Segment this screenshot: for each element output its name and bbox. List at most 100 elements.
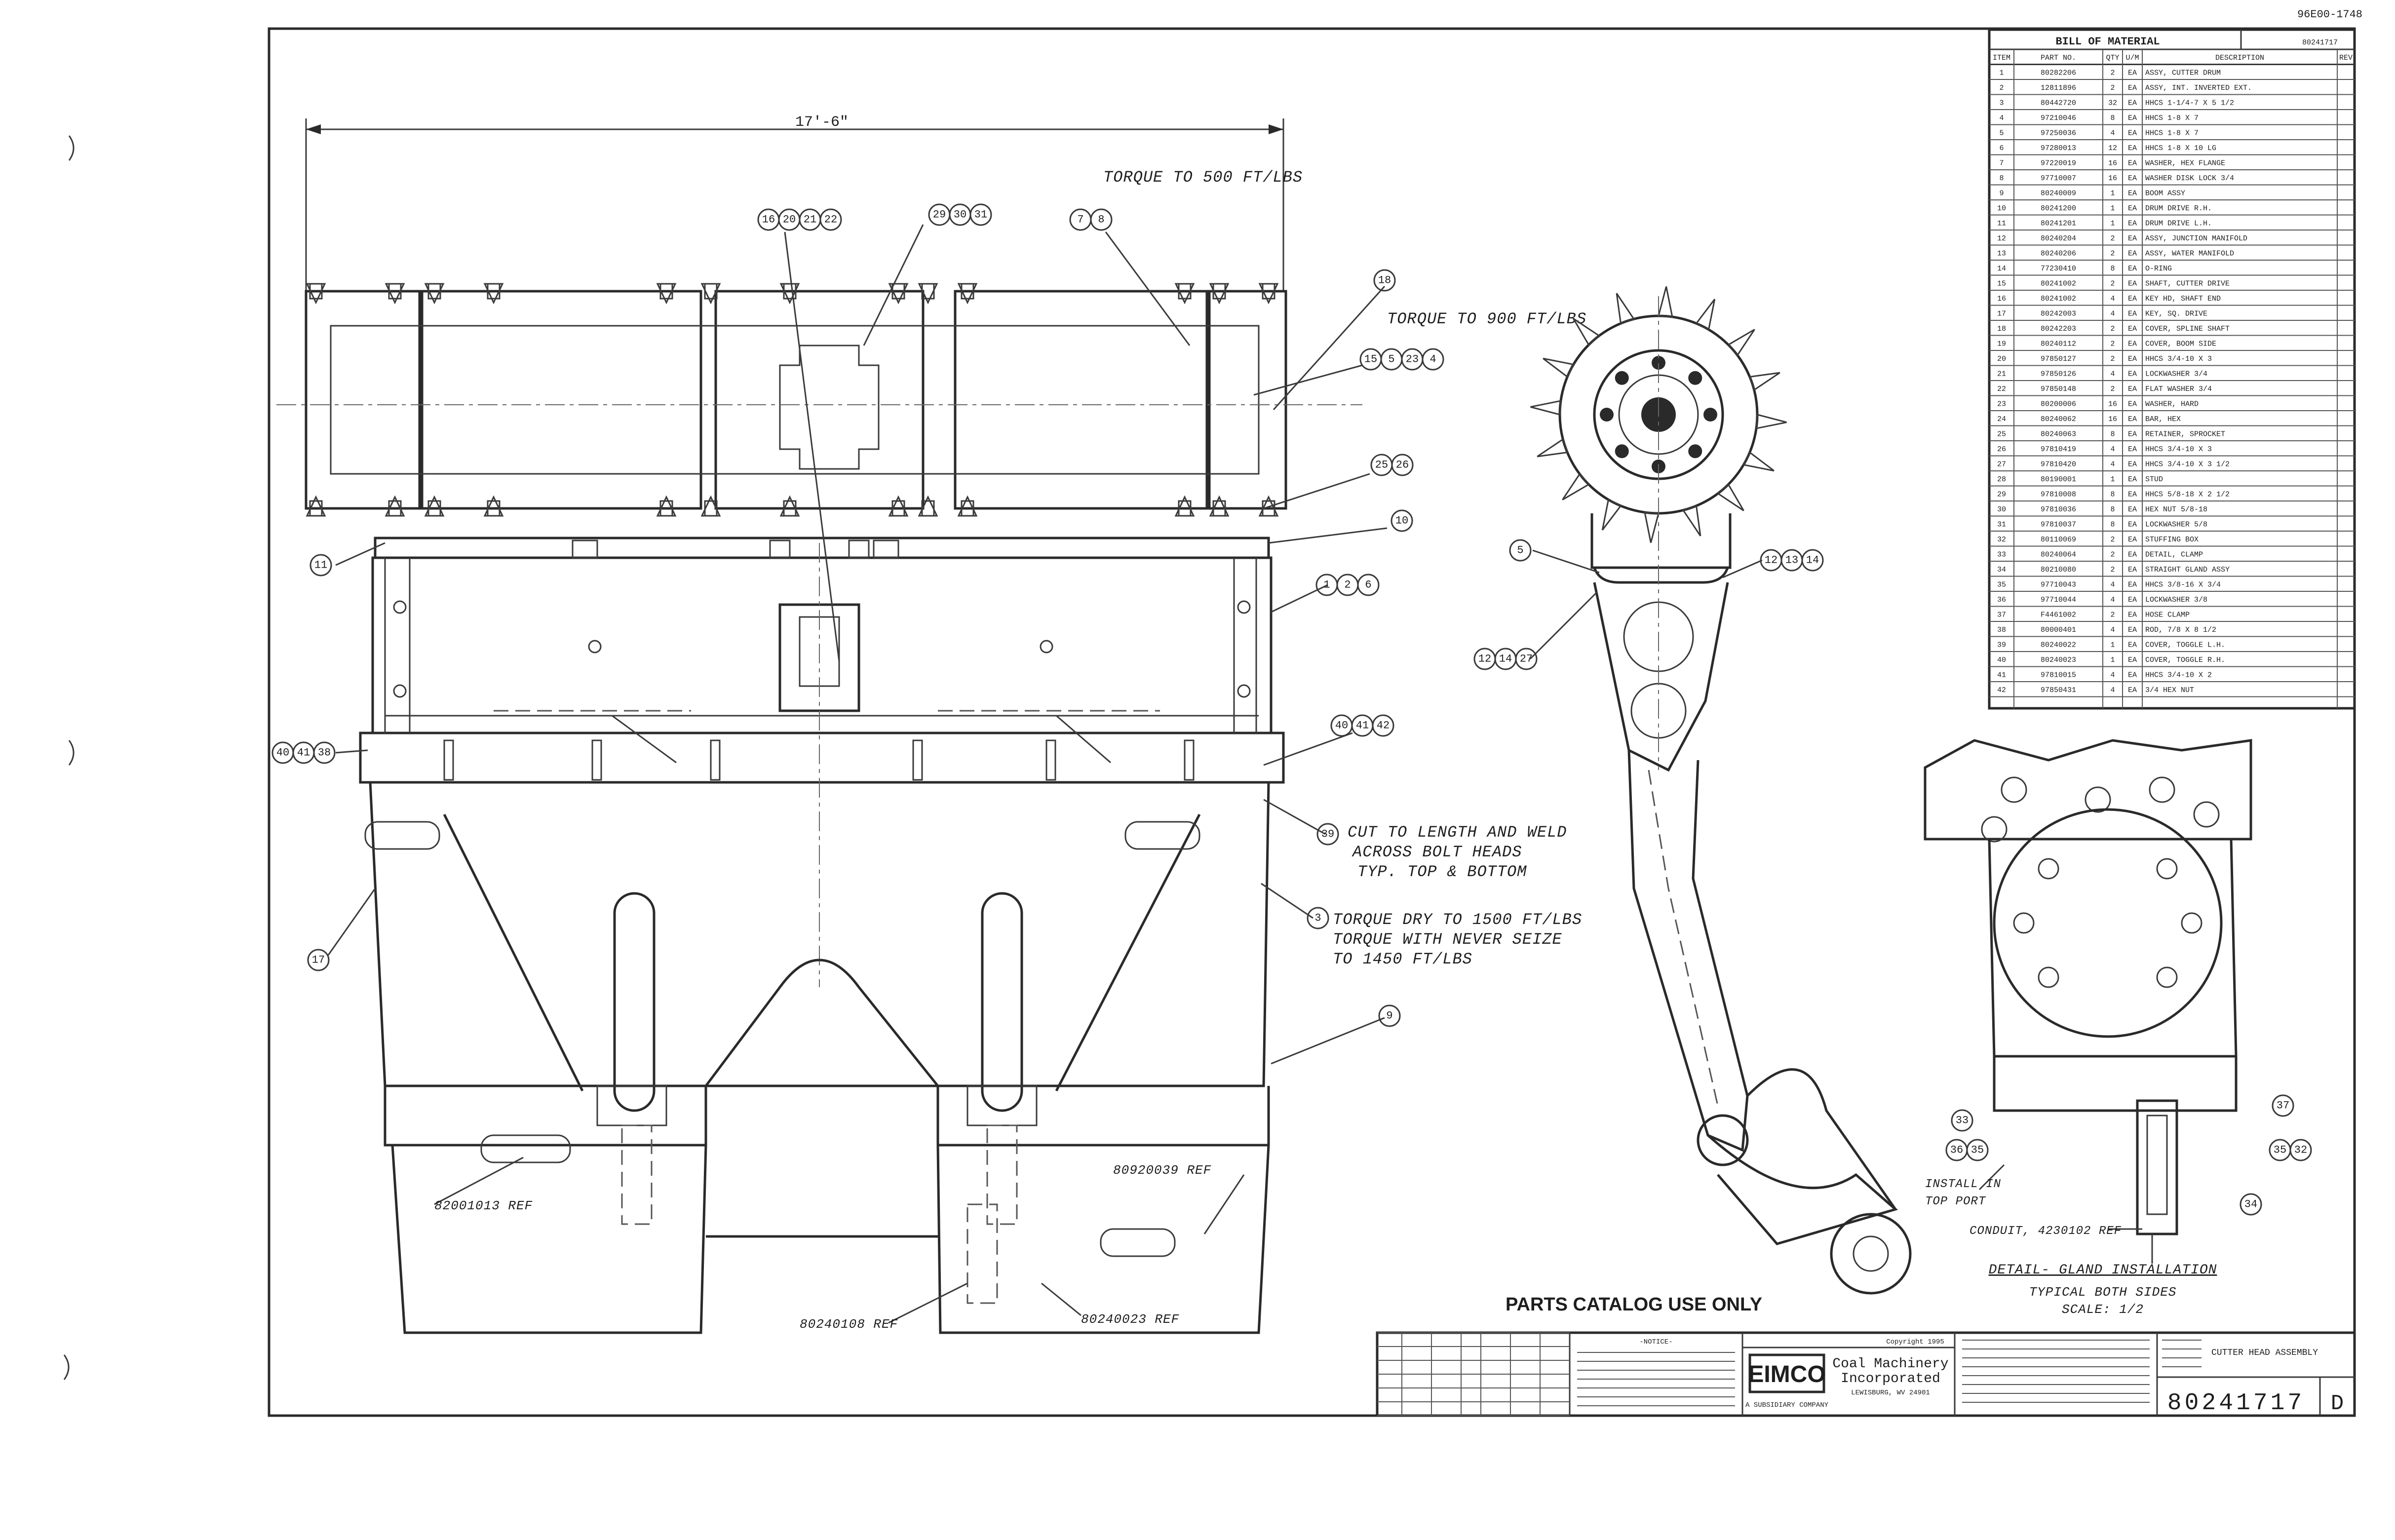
bit-holder	[921, 500, 935, 517]
bom-cell: 4	[2110, 461, 2115, 469]
bit-holder	[309, 283, 323, 300]
bom-cell: 4	[2110, 596, 2115, 604]
bom-cell: 97850127	[2041, 355, 2076, 363]
bom-cell: 16	[2108, 174, 2117, 183]
bom-cell: 80242003	[2041, 310, 2076, 318]
bom-cell: 8	[2110, 265, 2115, 273]
copyright: Copyright 1995	[1886, 1338, 1944, 1346]
balloon-item-number: 38	[318, 747, 331, 759]
bom-cell: ASSY, CUTTER DRUM	[2145, 69, 2221, 77]
bom-cell: 4	[2110, 445, 2115, 454]
bom-cell: 26	[1997, 445, 2006, 454]
sprocket-bolt	[1615, 444, 1629, 459]
bom-cell: 35	[1997, 581, 2006, 589]
bom-cell: 97810036	[2041, 505, 2076, 514]
bom-cell: 7	[1999, 159, 2004, 168]
bom-cell: HHCS 1-1/4-7 X 5 1/2	[2145, 99, 2234, 108]
bom-cell: EA	[2128, 400, 2137, 409]
balloon-circle	[1357, 574, 1380, 596]
bom-cell: 80210080	[2041, 566, 2076, 574]
sprocket-tooth	[1755, 414, 1787, 429]
company-subtitle: A SUBSIDIARY COMPANY	[1745, 1401, 1829, 1409]
bom-cell: HHCS 3/4-10 X 3	[2145, 445, 2212, 454]
bit-holder	[487, 500, 501, 517]
bom-cell: HHCS 3/8-16 X 3/4	[2145, 581, 2221, 589]
note-ref-bottom-right: 80240023 REF	[1081, 1312, 1179, 1327]
note-ref-right: 80920039 REF	[1113, 1163, 1211, 1178]
drawing-number: 80241717	[2167, 1390, 2305, 1417]
bom-cell: 4	[2110, 310, 2115, 318]
balloon-item-number: 8	[1098, 214, 1104, 226]
balloon-circle	[1966, 1139, 1989, 1161]
sprocket-bolt	[1615, 371, 1629, 385]
bom-cell: 9	[1999, 190, 2004, 198]
bom-cell: EA	[2128, 250, 2137, 258]
bom-cell: 80110069	[2041, 536, 2076, 544]
overall-dimension: 17'-6"	[795, 114, 849, 131]
note-torque-dry-1: TORQUE DRY TO 1500 FT/LBS	[1333, 911, 1582, 929]
bit-holder	[427, 283, 441, 300]
bit-holder	[704, 283, 718, 300]
bom-cell: 97850126	[2041, 370, 2076, 379]
company-line-2: Coal Machinery	[1832, 1356, 1948, 1372]
bom-cell: EA	[2128, 671, 2137, 680]
balloon-circle	[2240, 1193, 2262, 1216]
bom-cell: SHAFT, CUTTER DRIVE	[2145, 280, 2230, 288]
sprocket-tooth	[1742, 451, 1775, 472]
company-location: LEWISBURG, WV 24901	[1851, 1389, 1930, 1397]
balloon-circle	[1372, 714, 1394, 737]
balloon-item-number: 41	[297, 747, 310, 759]
bom-cell: 24	[1997, 415, 2006, 424]
bom-cell: 1	[2110, 220, 2115, 228]
bom-cell: 18	[1997, 325, 2006, 333]
bom-cell: 1	[2110, 641, 2115, 650]
balloon-item-number: 7	[1077, 214, 1083, 226]
bom-cell: HOSE CLAMP	[2145, 611, 2190, 619]
balloon-circle	[1316, 823, 1339, 846]
bom-cell: 15	[1997, 280, 2006, 288]
bom-cell: 21	[1997, 370, 2006, 379]
bom-cell: EA	[2128, 295, 2137, 303]
bom-cell: 22	[1997, 385, 2006, 393]
bom-cell: EA	[2128, 536, 2137, 544]
bom-cell: 80240009	[2041, 190, 2076, 198]
sprocket-tooth	[1616, 293, 1635, 325]
balloon-item-number: 30	[954, 209, 966, 221]
balloon-item-number: 12	[1478, 653, 1491, 665]
sprocket-bolt	[1703, 408, 1717, 422]
bom-cell: EA	[2128, 686, 2137, 694]
bom-cell: HHCS 3/4-10 X 3 1/2	[2145, 461, 2230, 469]
sprocket-tooth	[1682, 504, 1701, 537]
bom-title: BILL OF MATERIAL	[2055, 36, 2160, 48]
bom-cell: EA	[2128, 204, 2137, 213]
bom-cell: 97250036	[2041, 129, 2076, 138]
bom-cell: 97220019	[2041, 159, 2076, 168]
drawing-rev: D	[2331, 1391, 2344, 1416]
note-torque-dry-3: TO 1450 FT/LBS	[1333, 950, 1472, 968]
bom-cell: 11	[1997, 220, 2006, 228]
bom-cell: 80241201	[2041, 220, 2076, 228]
bom-cell: STUD	[2145, 475, 2163, 484]
bom-cell: 4	[2110, 686, 2115, 694]
note-cut-weld-1: CUT TO LENGTH AND WELD	[1348, 823, 1567, 842]
bit-holder	[921, 283, 935, 300]
notice-title: -NOTICE-	[1639, 1338, 1672, 1346]
bom-cell: 77230410	[2041, 265, 2076, 273]
balloon-item-number: 40	[1335, 720, 1348, 732]
bom-cell: DETAIL, CLAMP	[2145, 551, 2203, 559]
bom-cell: STUFFING BOX	[2145, 536, 2199, 544]
bom-cell: 97710044	[2041, 596, 2076, 604]
balloon-item-number: 26	[1396, 459, 1409, 471]
bom-cell: COVER, BOOM SIDE	[2145, 340, 2216, 348]
cutter-drums	[276, 290, 1362, 510]
bom-cell: KEY HD, SHAFT END	[2145, 295, 2221, 303]
leader-lines	[327, 224, 1388, 1324]
bom-cell: 14	[1997, 265, 2006, 273]
bom-cell: EA	[2128, 340, 2137, 348]
bit-holder	[1212, 283, 1226, 300]
bit-holder	[388, 500, 402, 517]
bom-cell: 16	[2108, 400, 2117, 409]
page-stamp: 96E00-1748	[2297, 8, 2362, 21]
bit-holder	[309, 500, 323, 517]
